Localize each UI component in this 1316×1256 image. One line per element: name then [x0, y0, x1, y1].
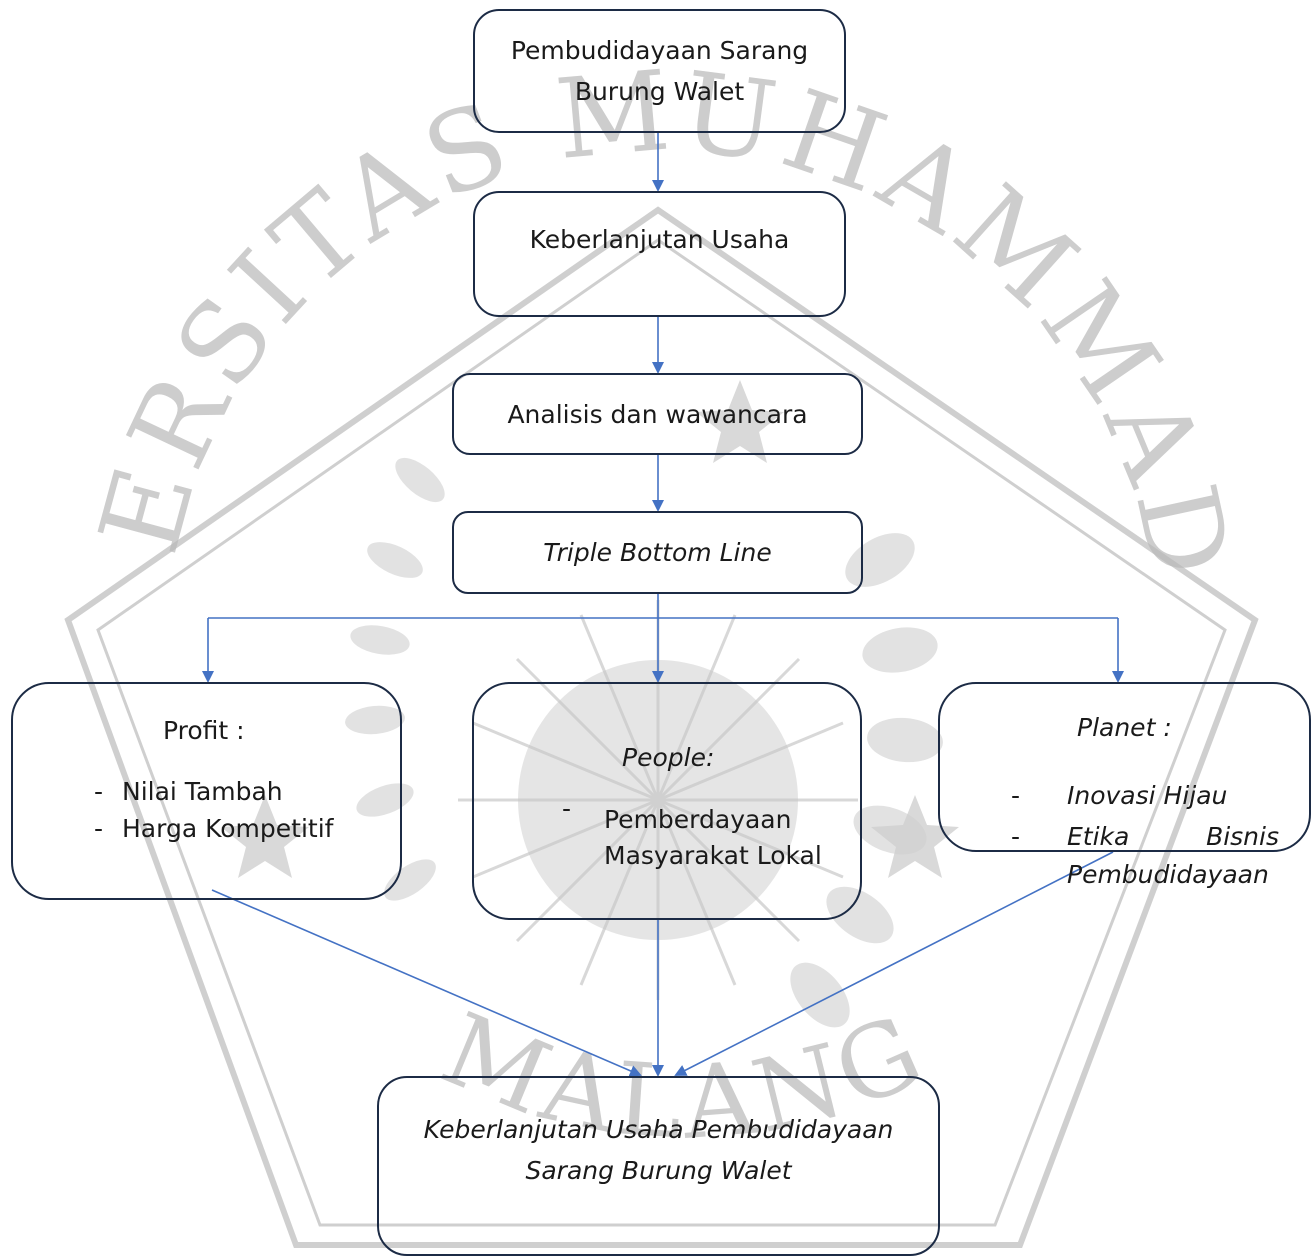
arrow-planet-to-result — [674, 851, 1114, 1076]
node-planet-title: Planet : — [1077, 713, 1172, 742]
node-tbl-label: Triple Bottom Line — [543, 538, 772, 567]
node-profit-bullet-1: - — [94, 777, 104, 806]
node-start-line1: Pembudidayaan Sarang — [510, 36, 809, 65]
node-planet-item-2-word1: Etika — [1067, 822, 1130, 851]
node-sustainability-label: Keberlanjutan Usaha — [529, 225, 790, 254]
node-profit-title: Profit : — [163, 716, 245, 745]
node-people-title: People: — [622, 743, 715, 772]
node-result-line2: Sarang Burung Walet — [525, 1156, 792, 1185]
node-planet-bullet-2: - — [1011, 822, 1021, 851]
node-analysis-label: Analisis dan wawancara — [507, 399, 808, 429]
node-analysis: Analisis dan wawancara — [452, 373, 863, 455]
node-start: Pembudidayaan Sarang Burung Walet — [473, 9, 846, 133]
node-result: Keberlanjutan Usaha Pembudidayaan Sarang… — [377, 1076, 940, 1256]
node-planet-item-2-line2: Pembudidayaan — [1067, 860, 1269, 889]
node-sustainability: Keberlanjutan Usaha — [473, 191, 846, 317]
node-profit-item-1: Nilai Tambah — [122, 777, 283, 806]
node-planet-bullet-1: - — [1011, 781, 1021, 810]
node-profit: Profit : - Nilai Tambah - Harga Kompetit… — [11, 682, 402, 900]
node-people-item-line2: Masyarakat Lokal — [604, 841, 822, 870]
node-people-bullet: - — [562, 794, 572, 823]
node-planet-item-1: Inovasi Hijau — [1067, 781, 1228, 810]
node-profit-item-2: Harga Kompetitif — [122, 814, 334, 843]
node-people-item-line1: Pemberdayaan — [604, 805, 792, 834]
node-start-line2: Burung Walet — [574, 77, 745, 106]
node-people: People: - Pemberdayaan Masyarakat Lokal — [472, 682, 862, 920]
node-tbl: Triple Bottom Line — [452, 511, 863, 594]
node-planet-item-2-word2: Bisnis — [1206, 822, 1279, 851]
node-planet: Planet : - Inovasi Hijau - Etika Bisnis … — [938, 682, 1311, 889]
node-result-line1: Keberlanjutan Usaha Pembudidayaan — [423, 1115, 894, 1144]
arrow-profit-to-result — [211, 889, 642, 1077]
node-profit-bullet-2: - — [94, 814, 104, 843]
